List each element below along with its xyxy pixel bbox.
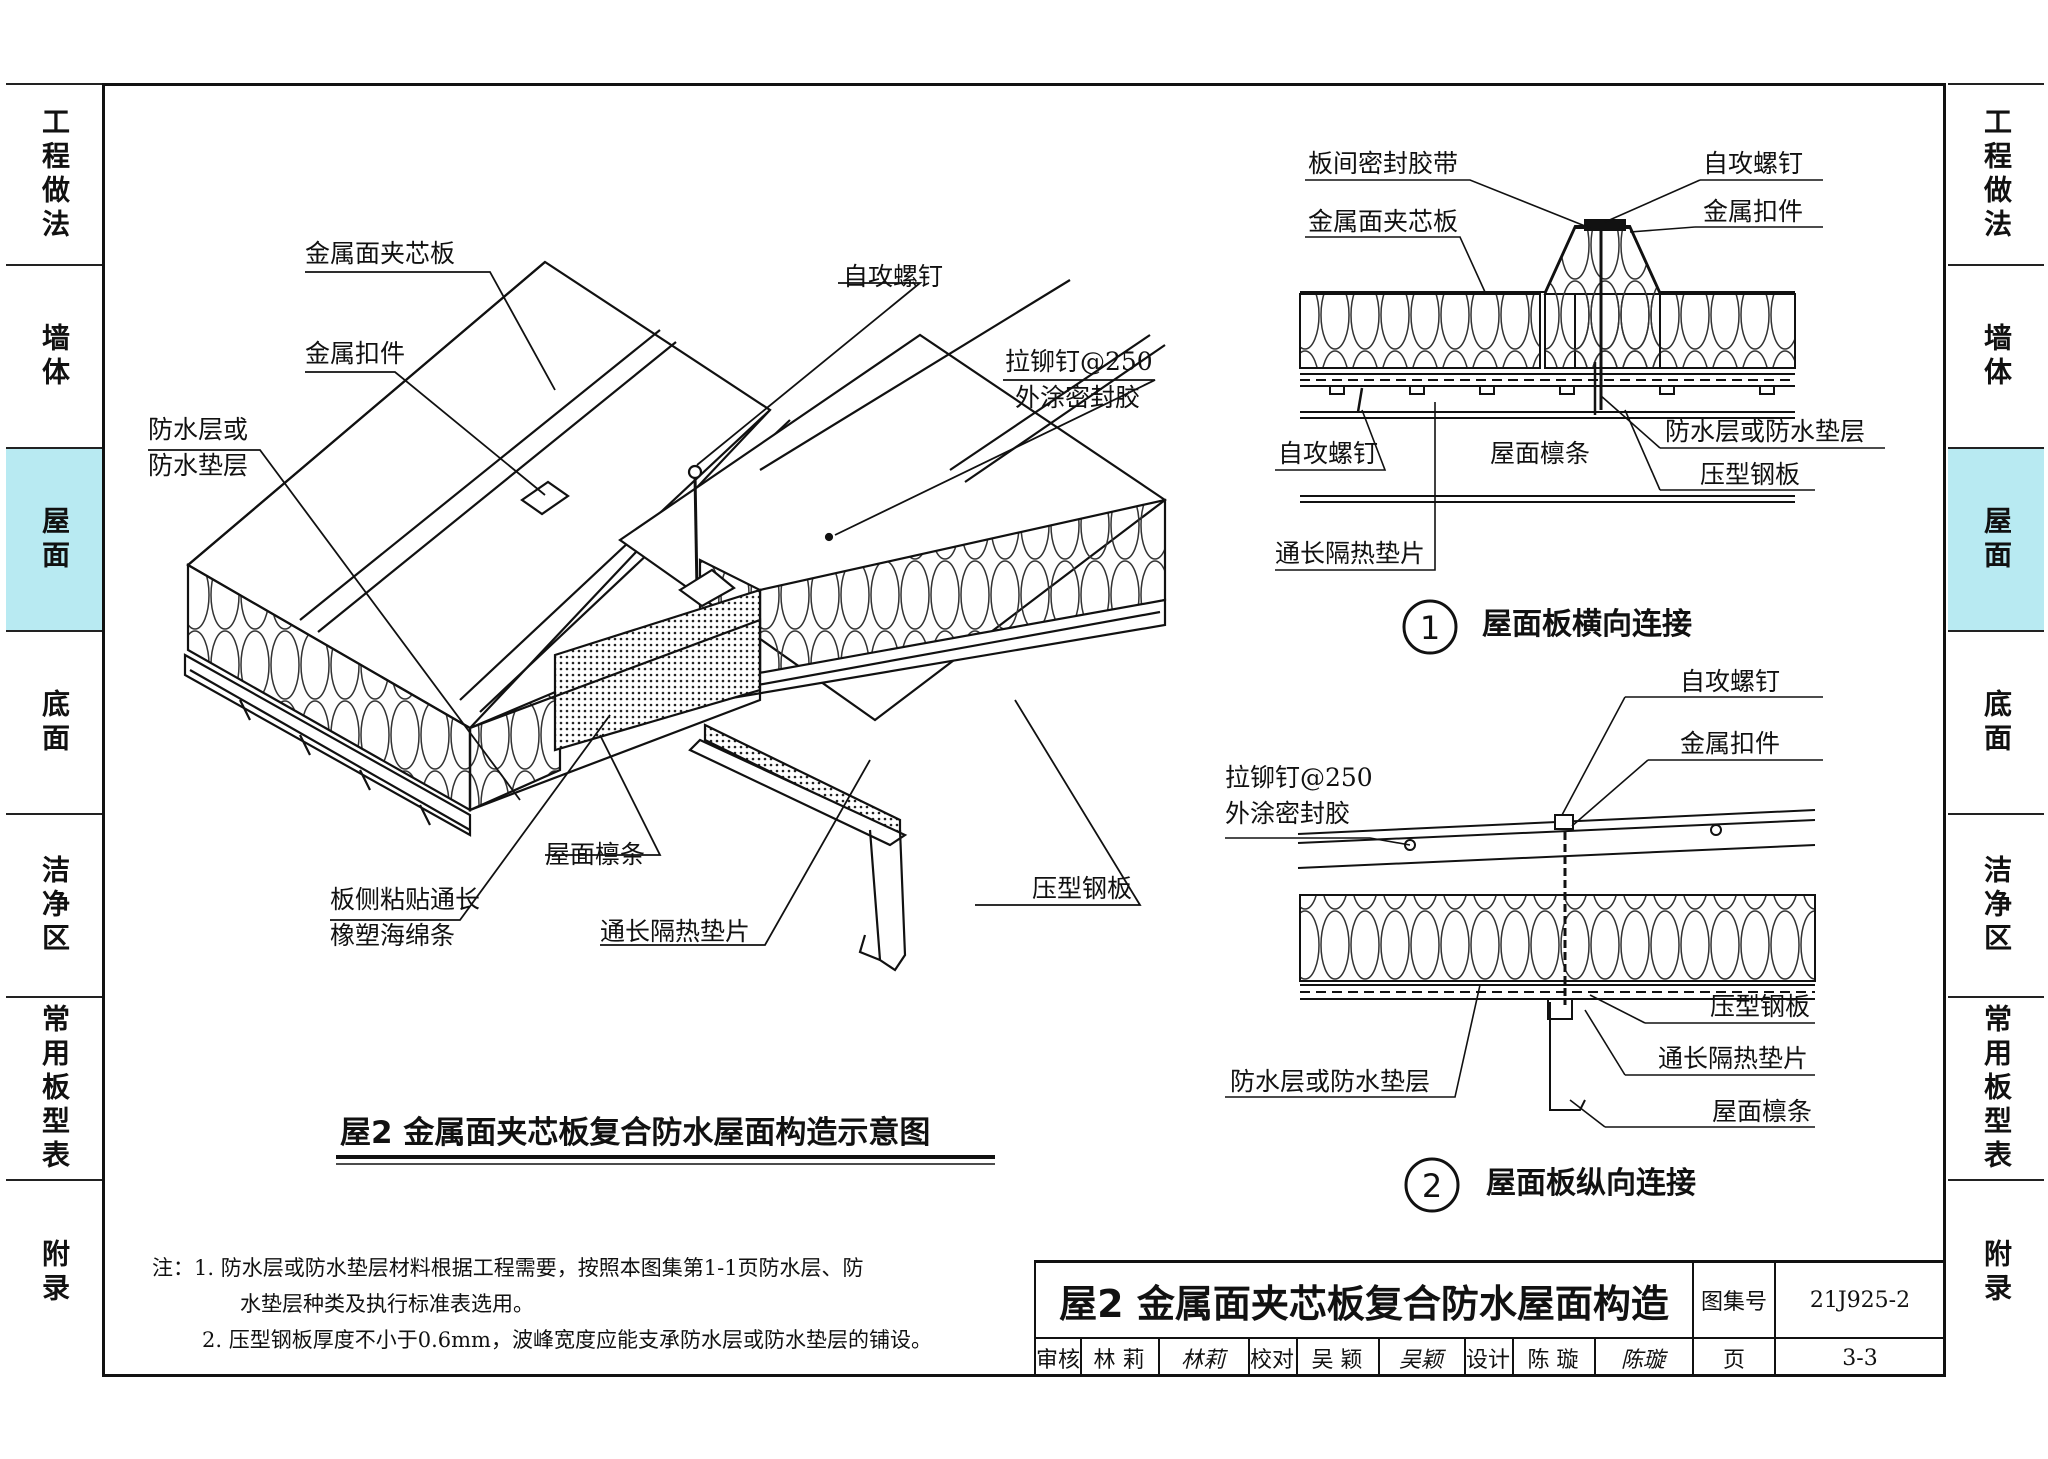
sidebar-right: 工程做法 墙体 屋面 底面 洁净区 常用板型表 附录 [1948,83,2044,1364]
reviewer: 林 莉 [1080,1339,1160,1377]
label-panel: 金属面夹芯板 [305,239,455,268]
review-label: 审核 [1036,1339,1082,1377]
label-purlin: 屋面檩条 [545,840,645,869]
detail2-number-circle [1404,1157,1460,1213]
d2-label-steel: 压型钢板 [1710,992,1810,1021]
d2-label-rivet-2: 外涂密封胶 [1225,799,1350,828]
label-screw: 自攻螺钉 [843,262,943,291]
main-caption: 屋2 金属面夹芯板复合防水屋面构造示意图 [340,1115,930,1151]
detail2-number: 2 [1422,1167,1442,1205]
page-number: 3-3 [1842,1345,1878,1371]
detail2-section [1297,809,1816,1111]
label-rivet-2: 外涂密封胶 [1015,383,1140,412]
sidebar-right-item[interactable]: 工程做法 [1948,83,2044,266]
label-clip: 金属扣件 [305,339,405,368]
d2-label-purlin: 屋面檩条 [1712,1097,1812,1126]
title-block-title: 屋2 金属面夹芯板复合防水屋面构造 [1059,1281,1669,1326]
detail1-number: 1 [1420,609,1440,647]
designer: 陈 璇 [1512,1339,1596,1377]
design-label: 设计 [1464,1339,1514,1377]
label-sponge-2: 橡塑海绵条 [330,921,455,950]
sidebar-right-item-active[interactable]: 屋面 [1948,449,2044,632]
atlas-label: 图集号 [1694,1263,1776,1337]
label-thermal: 通长隔热垫片 [600,917,750,946]
d2-label-rivet-1: 拉铆钉@250 [1225,763,1373,792]
d2-label-screw: 自攻螺钉 [1680,667,1780,696]
sidebar-left-item[interactable]: 底面 [6,632,102,815]
main-leader-lines [148,271,1156,946]
sidebar-left-item[interactable]: 洁净区 [6,815,102,998]
detail1-leaders [1275,179,1885,571]
detail2-title: 屋面板纵向连接 [1486,1166,1696,1201]
notes-block: 注：1. 防水层或防水垫层材料根据工程需要，按照本图集第1-1页防水层、防 水垫… [152,1250,932,1358]
atlas-number: 21J925-2 [1809,1287,1911,1313]
d2-label-waterproof: 防水层或防水垫层 [1230,1067,1430,1096]
sidebar-left-item[interactable]: 常用板型表 [6,998,102,1181]
sidebar-right-item[interactable]: 附录 [1980,1238,2013,1307]
check-label: 校对 [1248,1339,1298,1377]
d1-label-thermal: 通长隔热垫片 [1275,539,1425,568]
title-block: 屋2 金属面夹芯板复合防水屋面构造 图集号 21J925-2 审核 林 莉 林莉… [1034,1260,1946,1377]
page-label: 页 [1694,1339,1776,1377]
note-1-line-2: 水垫层种类及执行标准表选用。 [240,1292,534,1316]
label-waterproof-1: 防水层或 [148,415,248,444]
sidebar-right-item[interactable]: 墙体 [1948,266,2044,449]
label-rivet-1: 拉铆钉@250 [1005,347,1153,376]
d1-label-steel: 压型钢板 [1700,460,1800,489]
design-signature: 陈璇 [1620,1348,1665,1373]
review-signature: 林莉 [1158,1339,1250,1377]
d1-label-screw-top: 自攻螺钉 [1703,149,1803,178]
sidebar-left-item[interactable]: 工程做法 [6,83,102,266]
d1-label-tape: 板间密封胶带 [1308,149,1458,178]
d1-label-screw-bottom: 自攻螺钉 [1278,439,1378,468]
label-steel: 压型钢板 [1032,874,1132,903]
drawing-frame [102,83,1946,1377]
detail1-number-circle [1402,599,1458,655]
sidebar-left-item[interactable]: 附录 [38,1238,71,1307]
d1-label-waterproof: 防水层或防水垫层 [1665,417,1865,446]
note-2: 2. 压型钢板厚度不小于0.6mm，波峰宽度应能支承防水层或防水垫层的铺设。 [202,1328,932,1352]
detail1-title: 屋面板横向连接 [1482,607,1692,642]
d2-label-thermal: 通长隔热垫片 [1658,1044,1808,1073]
main-isometric-diagram [183,260,1167,972]
sidebar-left-item-active[interactable]: 屋面 [6,449,102,632]
sidebar-left-item[interactable]: 墙体 [6,266,102,449]
label-sponge-1: 板侧粘贴通长 [330,885,480,914]
detail2-leaders [1225,696,1823,1128]
label-waterproof-2: 防水垫层 [148,451,248,480]
sidebar-right-item[interactable]: 底面 [1948,632,2044,815]
check-signature: 吴颖 [1378,1339,1466,1377]
detail1-section [1299,219,1796,503]
d1-label-purlin: 屋面檩条 [1490,439,1590,468]
sidebar-right-item[interactable]: 常用板型表 [1948,998,2044,1181]
d2-label-clip: 金属扣件 [1680,729,1780,758]
d1-label-clip: 金属扣件 [1703,197,1803,226]
d1-label-panel: 金属面夹芯板 [1308,207,1458,236]
checker: 吴 颖 [1296,1339,1380,1377]
note-1-line-1: 注：1. 防水层或防水垫层材料根据工程需要，按照本图集第1-1页防水层、防 [152,1256,864,1280]
sidebar-right-item[interactable]: 洁净区 [1948,815,2044,998]
sidebar-left: 工程做法 墙体 屋面 底面 洁净区 常用板型表 附录 [6,83,102,1364]
